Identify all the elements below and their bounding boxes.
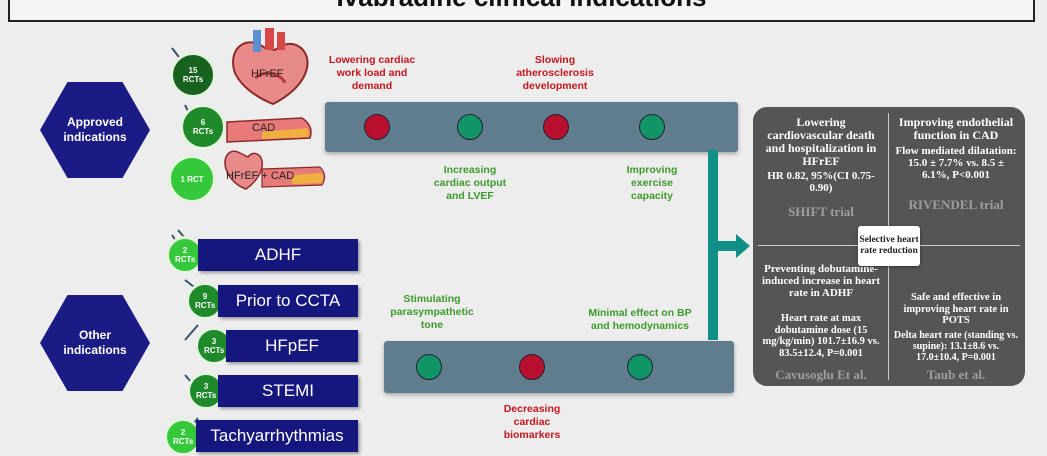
- panel-cite-rivendel: RIVENDEL trial: [908, 197, 1004, 212]
- mechanism-dot-red: [543, 114, 569, 140]
- title-box: Ivabradine clinical indications: [8, 0, 1035, 22]
- hfref-label: HFrEF: [251, 68, 284, 80]
- rct-badge-cad: 6 RCTs: [180, 104, 226, 150]
- panel-heading-rivendel: Improving endothelial function in CAD: [898, 115, 1014, 142]
- bottom-mechanism-track: [384, 341, 734, 393]
- panel-body-shift: HR 0.82, 95%(CI 0.75-0.90): [767, 170, 875, 194]
- mechanism-dot-green: [457, 114, 483, 140]
- label-decreasing-biomarkers: Decreasing cardiac biomarkers: [503, 403, 561, 441]
- panel-cite-shift: SHIFT trial: [788, 204, 854, 219]
- panel-body-rivendel: Flow mediated dilatation: 15.0 ± 7.7% vs…: [895, 145, 1017, 181]
- panel-body-taub: Delta heart rate (standing vs. supine): …: [893, 330, 1019, 363]
- cad-label: CAD: [252, 122, 276, 134]
- indication-bar-tachyarrhythmias: Tachyarrhythmias: [196, 420, 358, 452]
- label-parasympathetic: Stimulating parasympathetic tone: [390, 293, 474, 331]
- page-title: Ivabradine clinical indications: [337, 0, 707, 12]
- label-exercise-capacity: Improving exercise capacity: [626, 164, 678, 202]
- indication-bar-hfpef: HFpEF: [226, 330, 358, 362]
- panel-heading-cavusoglu: Preventing dobutamine-induced increase i…: [761, 263, 881, 299]
- panel-cite-cavusoglu: Cavusoglu Et al.: [775, 367, 867, 382]
- rct-badge-hfref-cad: 1 RCT: [168, 155, 216, 203]
- mechanism-dot-green: [627, 354, 653, 380]
- label-minimal-bp-effect: Minimal effect on BP and hemodynamics: [588, 307, 692, 332]
- center-label: Selective heart rate reduction: [859, 235, 919, 256]
- approved-indications-hexagon: Approved indications: [40, 82, 150, 178]
- panel-heading-taub: Safe and effective in improving heart ra…: [903, 292, 1009, 326]
- mechanism-dot-red: [519, 354, 545, 380]
- rct-badge-adhf: 2 RCTs: [166, 236, 204, 274]
- indication-bar-stemi: STEMI: [218, 375, 358, 407]
- label-slowing-atherosclerosis: Slowing atherosclerosis development: [516, 54, 594, 92]
- approved-label: Approved indications: [63, 115, 127, 144]
- label-increasing-output: Increasing cardiac output and LVEF: [433, 164, 507, 202]
- arrow-connector: [708, 150, 750, 340]
- indication-bar-adhf: ADHF: [198, 239, 358, 271]
- heart-artery-icon: [224, 150, 326, 190]
- other-label: Other indications: [63, 328, 127, 357]
- panel-heading-shift: Lowering cardiovascular death and hospit…: [765, 115, 877, 168]
- mechanism-dot-red: [364, 114, 390, 140]
- mechanism-dot-green: [416, 354, 442, 380]
- panel-cite-taub: Taub et al.: [926, 367, 986, 382]
- indication-bar-prior-ccta: Prior to CCTA: [218, 285, 358, 317]
- label-lowering-workload: Lowering cardiac work load and demand: [328, 54, 416, 92]
- heart-icon: [232, 28, 309, 106]
- mechanism-dot-green: [639, 114, 665, 140]
- other-indications-hexagon: Other indications: [40, 295, 150, 391]
- artery-icon: [226, 117, 312, 143]
- rct-badge-hfref: 15 RCTs: [170, 52, 216, 98]
- center-label-box: Selective heart rate reduction: [858, 226, 920, 266]
- hfref-cad-label: HFrEF + CAD: [226, 170, 295, 182]
- top-mechanism-track: [325, 102, 738, 152]
- panel-body-cavusoglu: Heart rate at max dobutamine dose (15 mg…: [762, 313, 880, 359]
